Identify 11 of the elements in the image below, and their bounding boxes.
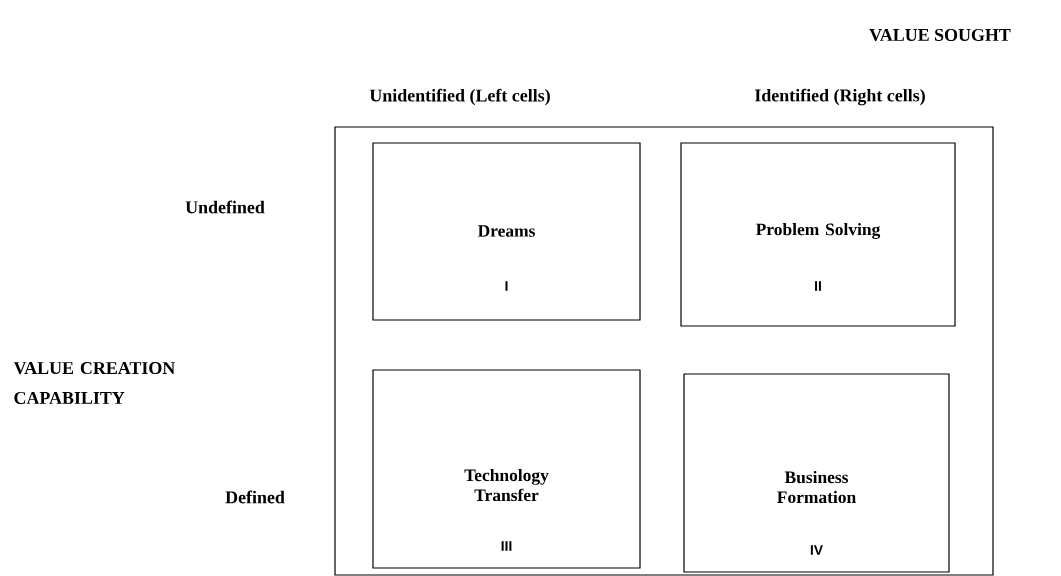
quadrant-box: Business Formation IV (683, 373, 950, 573)
axis-label: VALUE CREATION CAPABILITY (13, 362, 176, 404)
quadrant-box: Problem Solving II (680, 142, 956, 327)
quadrant-box: Dreams I (372, 142, 641, 321)
axis-label: Defined (225, 490, 285, 504)
matrix-frame (334, 126, 994, 576)
axis-label: Unidentified (Left cells) (369, 88, 550, 106)
quadrant-box: Technology Transfer III (372, 369, 641, 569)
axis-label: Undefined (185, 200, 265, 214)
axis-label: VALUE SOUGHT (869, 28, 1011, 42)
axis-label: Identified (Right cells) (754, 88, 925, 106)
